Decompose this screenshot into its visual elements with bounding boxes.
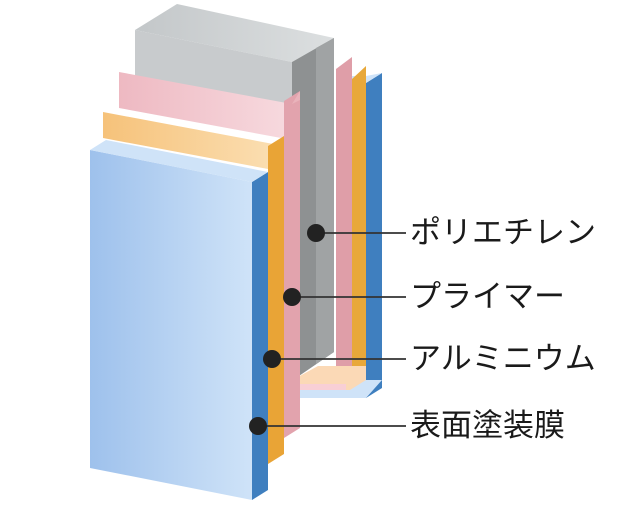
- back-coating-side: [366, 73, 382, 398]
- callout-primer: プライマー: [283, 279, 565, 315]
- layer-label-aluminum: アルミニウム: [410, 341, 596, 377]
- polyethylene-side-highlight: [316, 38, 334, 364]
- primer-side-top: [292, 91, 300, 104]
- callout-aluminum: アルミニウム: [263, 341, 596, 377]
- aluminum-side: [268, 136, 284, 464]
- callout-dot: [263, 350, 281, 368]
- back-primer-side: [336, 57, 352, 392]
- coating-front: [90, 150, 252, 500]
- back-aluminum-side: [352, 66, 366, 392]
- callout-dot: [249, 417, 267, 435]
- callout-dot: [307, 224, 325, 242]
- layer-label-polyethylene: ポリエチレン: [410, 215, 596, 251]
- coating-side: [252, 172, 268, 500]
- coating-top-edge: [90, 140, 268, 182]
- aluminum-slab: [103, 112, 284, 464]
- aluminum-front: [103, 112, 284, 172]
- bottom-ledge: [296, 366, 382, 398]
- primer-slab: [119, 72, 300, 438]
- polyethylene-block: [135, 4, 334, 400]
- callout-dot: [283, 288, 301, 306]
- primer-side: [284, 91, 300, 438]
- coating-slab: [90, 140, 268, 500]
- callout-surface-coating: 表面塗装膜: [249, 408, 565, 444]
- back-layers: [336, 57, 382, 398]
- primer-front: [119, 72, 292, 140]
- layer-label-surface-coating: 表面塗装膜: [410, 408, 565, 444]
- callout-polyethylene: ポリエチレン: [307, 215, 596, 251]
- polyethylene-top: [135, 4, 334, 62]
- layer-label-primer: プライマー: [410, 279, 565, 315]
